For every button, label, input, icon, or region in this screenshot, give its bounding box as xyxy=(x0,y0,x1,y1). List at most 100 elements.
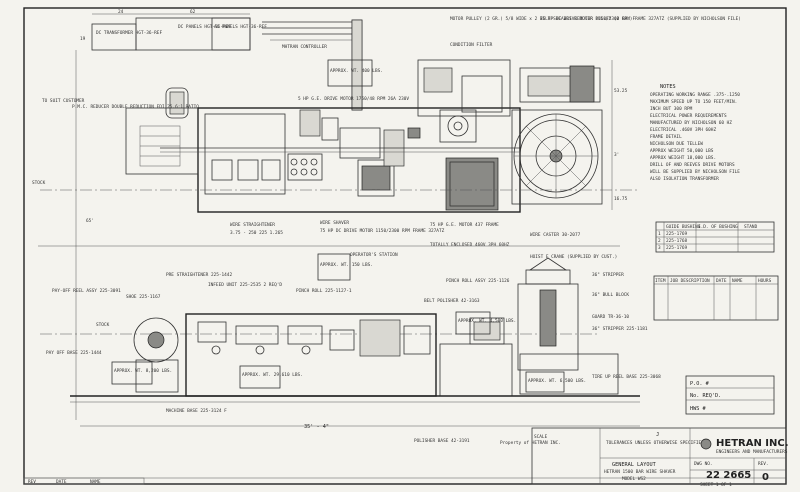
note-4: ELECTRICAL POWER REQUIREMENTS xyxy=(650,113,727,119)
dwg-no-label: DWG NO. xyxy=(694,461,713,467)
bushing-h2: I.D. OF BUSHING xyxy=(698,224,738,230)
dc-drive-motor-label: 75 HP DC DRIVE MOTOR 1150/2300 RPM FRAME… xyxy=(540,16,741,22)
note-12: WILL BE SUPPLIED BY NICHOLSON FILE xyxy=(650,169,740,175)
machine-base-label: MACHINE BASE 225-3124 F xyxy=(166,408,227,414)
item-h1: JOB DESCRIPTION xyxy=(670,278,710,284)
drive-motor-label: 5 HP G.E. DRIVE MOTOR 1750/48 RPM 26A 23… xyxy=(298,96,409,102)
ge-motor-label: 75 HP G.E. MOTOR 437 FRAME xyxy=(430,222,499,228)
title-line-1: GENERAL LAYOUT xyxy=(612,462,656,468)
rev-col-2: NAME xyxy=(90,479,101,485)
svg-text:62: 62 xyxy=(190,9,196,15)
req-label: No. REQ'D. xyxy=(690,393,721,399)
rev-value: 0 xyxy=(762,472,769,483)
company-sub: ENGINEERS AND MANUFACTURERS xyxy=(716,449,788,455)
to-suit-label: TO SUIT CUSTOMER xyxy=(42,98,85,104)
payoff-reel-label: PAY-OFF REEL ASSY 225-3091 xyxy=(52,288,121,294)
approx-wt-150: APPROX. WT. 150 LBS. xyxy=(320,262,373,268)
pmc-reducer: P.M.C. REDUCER DOUBLE REDUCTION EDI 25.6… xyxy=(42,87,199,175)
dim-35-label: 35' - 4" xyxy=(304,424,329,430)
bushing-r3-c1: 225-1769 xyxy=(666,245,688,251)
note-2: MAXIMUM SPEED UP TO 150 FEET/MIN. xyxy=(650,99,737,105)
approx-wt-6500: APPROX. WT. 6,500 LBS. xyxy=(528,378,586,384)
pay-off-base-label: PAY OFF BASE 225-1444 xyxy=(46,350,102,356)
note-6: ELECTRICAL .460V 3PH 60HZ xyxy=(650,127,716,133)
property-label: Property of HETRAN INC. xyxy=(500,440,561,446)
wire-shaver-label: WIRE SHAVER xyxy=(320,220,349,226)
notes-title: NOTES xyxy=(660,84,676,90)
scale-label: SCALE xyxy=(534,434,548,440)
wire-caster-label: WIRE CASTER 30-2077 xyxy=(530,232,581,238)
item-h3: NAME xyxy=(732,278,743,284)
title-line-3: MODEL WS2 xyxy=(622,476,646,482)
stock-left-label: STOCK xyxy=(32,180,46,186)
bushing-r1-c0: 1 xyxy=(658,231,661,237)
svg-text:19: 19 xyxy=(80,36,86,42)
bushing-r2-c0: 2 xyxy=(658,238,661,244)
bull-block-plan: MOTOR PULLEY (2 GR.) 5/8 WIDE x 2 BELT S… xyxy=(417,16,741,205)
wire-straightener-label: WIRE STRAIGHTENER xyxy=(230,222,275,228)
dim-65: 65' xyxy=(86,218,94,224)
wire-sizes-label: 3.75 - 250 225 1.265 xyxy=(230,230,283,236)
mhtran-label: MHTRAN CONTROLLER xyxy=(282,44,327,50)
infeed-unit-label: INFEED UNIT 225-2535 2 REQ'D xyxy=(208,282,282,288)
shoe-label: SHOE 225-1167 xyxy=(126,294,161,300)
ac-panels-label: AC PANELS HGT-36-REF xyxy=(214,24,267,30)
bushing-table: GUIDE BUSHING I.D. OF BUSHING STAND 1 22… xyxy=(655,221,775,253)
note-3: INCH BUT 300 RPM xyxy=(650,106,693,112)
condition-filter-label: CONDITION FILTER xyxy=(450,42,493,48)
dim-1675: 16.75 xyxy=(614,196,628,202)
item-h0: ITEM xyxy=(655,278,666,284)
dim-3: 3' xyxy=(614,152,619,158)
operators-station-label: OPERATOR'S STATION xyxy=(350,252,398,258)
item-table: ITEM JOB DESCRIPTION DATE NAME HOURS xyxy=(653,275,779,321)
polisher-base-label: POLISHER BASE 42-3191 xyxy=(414,438,470,444)
sheet-label: SHEET 1 OF 1 xyxy=(700,482,732,488)
sheet-border xyxy=(23,7,787,485)
rev-label: REV. xyxy=(758,461,769,467)
note-9: APPROX WEIGHT 50,000 LBS xyxy=(650,148,714,154)
approx-wt-29610: APPROX. WT. 29,610 LBS. xyxy=(242,372,303,378)
pre-straightener-label: PRE STRAIGHTENER 225-1442 xyxy=(166,272,232,278)
ref-stack-label: 36" STRIPPER 225-1181 xyxy=(592,326,648,332)
note-11: DRILL OF AND REEVES DRIVE MOTORS xyxy=(650,162,735,168)
panels-group: DC TRANSFORMER HGT-36-REF DC PANELS HGT-… xyxy=(80,9,267,51)
guard-label: GUARD TR-36-10 xyxy=(592,314,629,320)
tolerances-label: TOLERANCES UNLESS OTHERWISE SPECIFIED xyxy=(606,440,704,446)
note-1: OPERATING WORKING RANGE .375-.1250 xyxy=(650,92,740,98)
dim-5325: 53.25 xyxy=(614,88,628,94)
item-h4: HOURS xyxy=(758,278,772,284)
bushing-r3-c0: 3 xyxy=(658,245,661,251)
note-10: APPROX WEIGHT 18,000 LBS. xyxy=(650,155,716,161)
rev-col-1: DATE xyxy=(56,479,67,485)
title-line-2: HETRAN 1500 BAR WIRE SHAVER xyxy=(604,469,676,475)
motor-pulley-label: MOTOR PULLEY (2 GR.) 5/8 WIDE x 2 BELT S… xyxy=(450,16,632,22)
title-block: SCALE TOLERANCES UNLESS OTHERWISE SPECIF… xyxy=(500,427,789,488)
bushing-h3: STAND xyxy=(744,224,758,230)
rev-col-0: REV xyxy=(28,479,36,485)
notes-block: NOTES OPERATING WORKING RANGE .375-.1250… xyxy=(650,84,740,182)
belt-polisher-label: BELT POLISHER 42-3163 xyxy=(424,298,480,304)
note-5: MANUFACTURED BY NICHOLSON 60 HZ xyxy=(650,120,732,126)
po-box: P.O. # No. REQ'D. HWS # xyxy=(685,375,775,415)
stripper-label: 36" STRIPPER xyxy=(592,272,624,278)
tire-upreel-label: TIRE UP REEL BASE 225-3068 xyxy=(592,374,661,380)
elevation-view xyxy=(70,257,640,403)
approx-wt-400: APPROX. WT. 400 LBS. xyxy=(330,68,383,74)
item-h2: DATE xyxy=(716,278,727,284)
pmc-reducer-label: P.M.C. REDUCER DOUBLE REDUCTION EDI 25.6… xyxy=(72,104,199,110)
shaver-motor-label: 75 HP DC DRIVE MOTOR 1150/2300 RPM FRAME… xyxy=(320,228,445,234)
approx-wt-8200: APPROX. WT. 8,200 LBS. xyxy=(114,368,172,374)
totally-enclosed-label: TOTALLY ENCLOSED 460V 3PH 60HZ xyxy=(430,242,510,248)
main-machine-plan: 5 HP G.E. DRIVE MOTOR 1750/48 RPM 26A 23… xyxy=(160,96,521,213)
dc-transformer-label: DC TRANSFORMER HGT-36-REF xyxy=(96,30,162,36)
po-label: P.O. # xyxy=(690,381,710,387)
dwg-no: 22 2665 xyxy=(706,470,751,481)
bushing-r2-c1: 225-1768 xyxy=(666,238,688,244)
pinch-roll-assy-label: PINCH ROLL ASSY 225-1126 xyxy=(446,278,510,284)
approx-wt-4500: APPROX. WT. 4,500 LBS. xyxy=(458,318,516,324)
company-name: HETRAN INC. xyxy=(716,438,789,449)
bushing-r1-c1: 225-1769 xyxy=(666,231,688,237)
dc-panels-label: DC PANELS HGT-36-REF xyxy=(178,24,231,30)
drawn-by: J xyxy=(656,432,659,438)
